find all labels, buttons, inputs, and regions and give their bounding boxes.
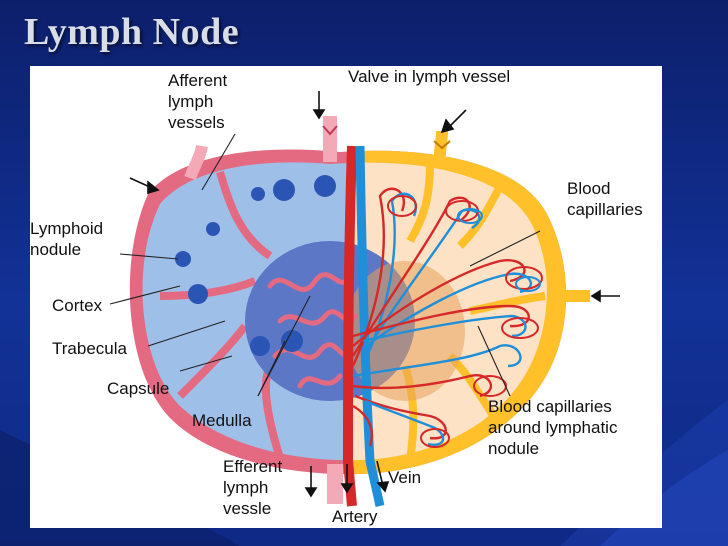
label-trabecula: Trabecula (52, 339, 127, 358)
slide-title: Lymph Node (24, 11, 240, 53)
label-artery: Artery (332, 507, 378, 526)
label-valve-in-lymph-vessel: Valve in lymph vessel (348, 67, 511, 86)
lymph-node-diagram (109, 91, 620, 507)
vein-trunk (355, 145, 385, 507)
afferent-vessel-left (184, 144, 208, 181)
valve-icon-right (433, 140, 451, 150)
flow-arrows (129, 91, 620, 498)
label-blood-capillaries-around-nodule: Blood capillaries around lymphatic nodul… (488, 397, 618, 458)
label-cortex: Cortex (52, 296, 103, 315)
label-lymphoid-nodule: Lymphoid nodule (30, 219, 104, 259)
trabecula-walls (159, 170, 284, 460)
valve-icon (322, 125, 338, 136)
label-afferent-lymph-vessels: Afferent lymph vessels (168, 71, 228, 132)
blood-capillaries (351, 187, 533, 447)
lymphoid-nodules (175, 175, 336, 356)
artery-trunk (342, 145, 357, 507)
label-medulla: Medulla (192, 411, 252, 430)
label-capsule: Capsule (107, 379, 170, 398)
label-vein: Vein (388, 468, 422, 487)
diagram-panel: Afferent lymph vessels Valve in lymph ve… (30, 66, 662, 528)
afferent-vessel-right-top (434, 130, 448, 157)
capillary-loops (387, 195, 543, 448)
leader-lines (109, 133, 541, 397)
label-blood-capillaries: Blood capillaries (567, 179, 643, 219)
label-efferent-lymph-vessle: Efferent lymph vessle (223, 457, 283, 518)
